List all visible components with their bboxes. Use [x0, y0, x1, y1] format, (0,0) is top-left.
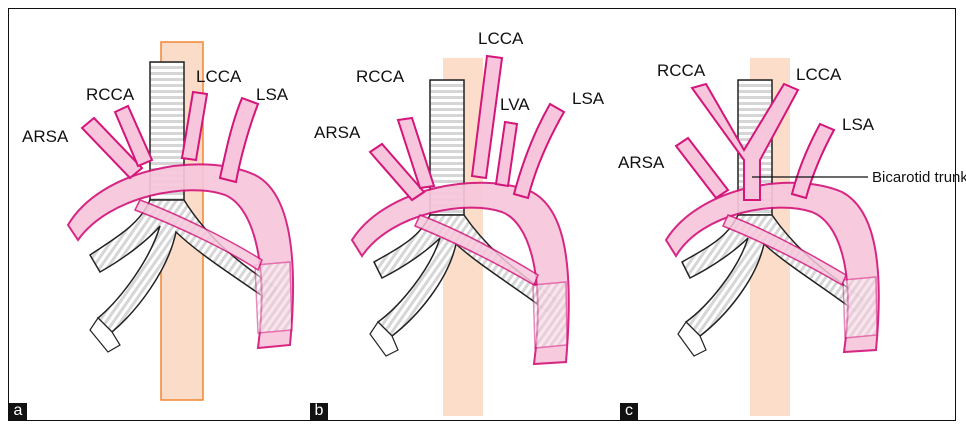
label-arsa: ARSA — [618, 153, 665, 172]
descending-aorta-overlay — [843, 277, 877, 338]
label-rcca: RCCA — [86, 85, 135, 104]
lsa-vessel — [220, 98, 258, 182]
panel-letter-c: c — [620, 403, 638, 421]
label-lva: LVA — [500, 95, 530, 114]
panel-letter-b: b — [310, 403, 328, 421]
lsa-vessel — [514, 104, 564, 198]
panel-c: ARSA RCCA LCCA LSA Bicarotid trunk — [618, 58, 966, 416]
panel-b: ARSA RCCA LCCA LVA LSA — [314, 29, 605, 416]
panel-letter-a: a — [9, 403, 27, 421]
label-lcca: LCCA — [196, 67, 242, 86]
label-lsa: LSA — [842, 115, 875, 134]
label-bicarotid-trunk: Bicarotid trunk — [872, 169, 966, 186]
descending-aorta-overlay — [533, 282, 567, 348]
panel-a: ARSA RCCA LCCA LSA — [22, 42, 293, 400]
label-lsa: LSA — [256, 85, 289, 104]
label-rcca: RCCA — [356, 67, 405, 86]
descending-aorta-overlay — [255, 262, 292, 333]
label-rcca: RCCA — [657, 61, 706, 80]
arsa-vessel — [676, 138, 728, 198]
label-lcca: LCCA — [478, 29, 524, 48]
label-arsa: ARSA — [314, 123, 361, 142]
label-lsa: LSA — [572, 89, 605, 108]
lva-vessel — [496, 122, 517, 186]
label-lcca: LCCA — [796, 65, 842, 84]
label-arsa: ARSA — [22, 127, 69, 146]
